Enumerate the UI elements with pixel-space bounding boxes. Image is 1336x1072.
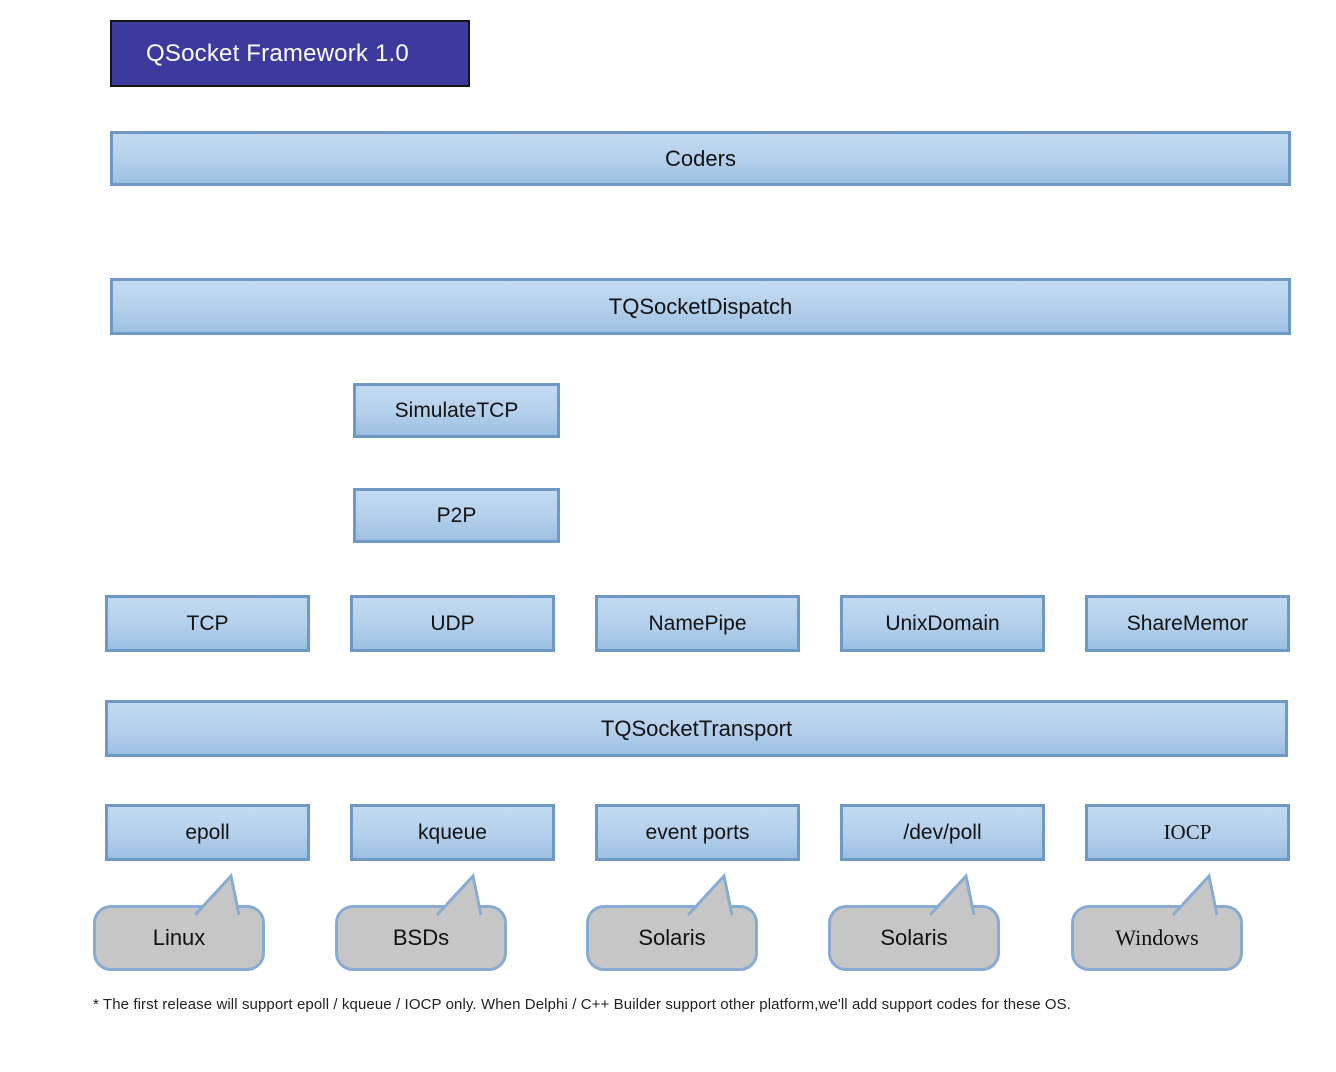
box-p2p-label: P2P [436, 503, 477, 527]
layer-transport-label: TQSocketTransport [600, 715, 793, 741]
callout-windows: Windows [1071, 872, 1243, 971]
box-kqueue-label: kqueue [418, 820, 487, 844]
box-sharememor: ShareMemor [1085, 595, 1290, 652]
box-epoll-label: epoll [185, 820, 230, 844]
callout-tail-icon [928, 872, 976, 917]
box-udp-label: UDP [430, 611, 475, 635]
box-unixdomain: UnixDomain [840, 595, 1045, 652]
callout-tail-icon [193, 872, 241, 917]
box-epoll: epoll [105, 804, 310, 861]
box-p2p: P2P [353, 488, 560, 543]
callout-linux: Linux [93, 872, 265, 971]
callout-tail-icon [686, 872, 734, 917]
box-event-ports-label: event ports [645, 820, 750, 844]
box-kqueue: kqueue [350, 804, 555, 861]
box-dev-poll: /dev/poll [840, 804, 1045, 861]
box-simulatetcp: SimulateTCP [353, 383, 560, 438]
callout-tail-icon [1171, 872, 1219, 917]
footnote-text: * The first release will support epoll /… [93, 996, 1072, 1013]
box-dev-poll-label: /dev/poll [903, 820, 982, 844]
callout-solaris-2-label: Solaris [880, 925, 948, 950]
box-iocp: IOCP [1085, 804, 1290, 861]
box-namepipe-label: NamePipe [648, 611, 747, 635]
callout-linux-label: Linux [152, 925, 206, 950]
box-tcp: TCP [105, 595, 310, 652]
layer-coders: Coders [110, 131, 1291, 186]
title-text: QSocket Framework 1.0 [146, 39, 409, 67]
box-simulatetcp-label: SimulateTCP [394, 398, 519, 422]
callout-bsds: BSDs [335, 872, 507, 971]
layer-transport: TQSocketTransport [105, 700, 1288, 757]
callout-windows-label: Windows [1115, 925, 1199, 950]
box-namepipe: NamePipe [595, 595, 800, 652]
box-unixdomain-label: UnixDomain [885, 611, 1000, 635]
box-tcp-label: TCP [186, 611, 229, 635]
title-box: QSocket Framework 1.0 [110, 20, 470, 87]
box-event-ports: event ports [595, 804, 800, 861]
callout-solaris-1-label: Solaris [638, 925, 706, 950]
callout-solaris-1: Solaris [586, 872, 758, 971]
layer-dispatch: TQSocketDispatch [110, 278, 1291, 335]
layer-coders-label: Coders [665, 145, 736, 171]
layer-dispatch-label: TQSocketDispatch [608, 293, 793, 319]
box-sharememor-label: ShareMemor [1126, 611, 1249, 635]
callout-tail-icon [435, 872, 483, 917]
callout-solaris-2: Solaris [828, 872, 1000, 971]
callout-bsds-label: BSDs [392, 925, 450, 950]
box-iocp-label: IOCP [1163, 820, 1212, 844]
box-udp: UDP [350, 595, 555, 652]
